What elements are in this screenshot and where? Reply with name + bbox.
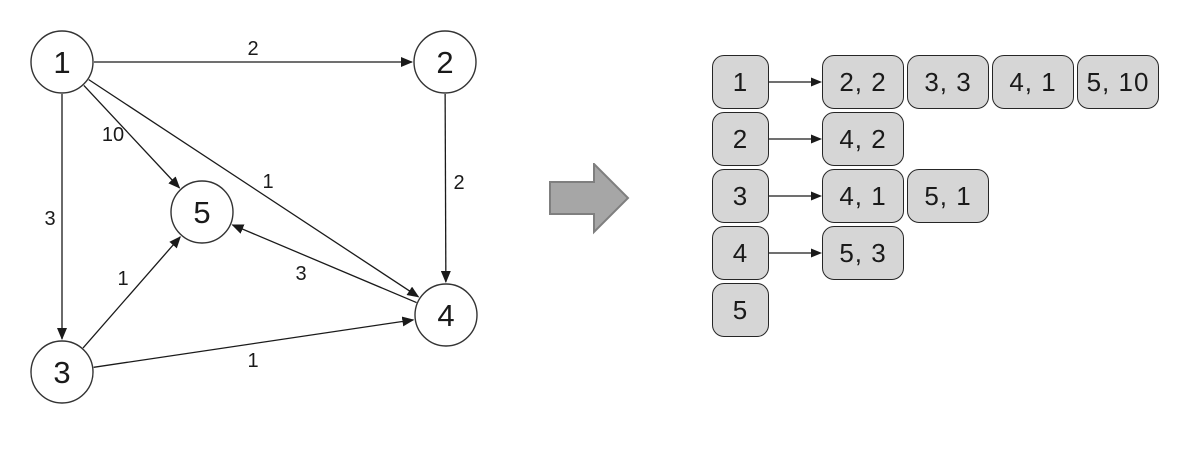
graph-nodes: 1 2 3 4 5 — [30, 30, 478, 404]
edge-weight-label: 10 — [102, 124, 124, 146]
node-label: 5 — [193, 195, 210, 230]
row-arrow-icon — [769, 191, 822, 201]
adj-neighbor-box: 5, 10 — [1077, 55, 1159, 109]
adj-node-box: 2 — [712, 112, 769, 166]
edge-3-to-4 — [93, 316, 415, 368]
adj-node-box: 5 — [712, 283, 769, 337]
adj-node-box: 4 — [712, 226, 769, 280]
graph-panel: 2 3 10 1 2 1 1 3 1 2 3 4 5 — [30, 30, 478, 404]
adj-neighbor-box: 4, 2 — [822, 112, 904, 166]
edge-2-to-4 — [440, 93, 451, 284]
graph-node-5: 5 — [170, 180, 234, 244]
transform-arrow-icon — [549, 163, 630, 235]
edge-4-to-5 — [231, 224, 417, 304]
adj-neighbor-box: 5, 1 — [907, 169, 989, 223]
edge-3-to-5 — [82, 236, 181, 349]
node-label: 2 — [436, 45, 453, 80]
row-arrow-icon — [769, 134, 822, 144]
node-circle — [30, 30, 94, 94]
node-circle — [170, 180, 234, 244]
adj-row-5: 5 — [712, 283, 1162, 337]
graph-node-3: 3 — [30, 340, 94, 404]
node-circle — [30, 340, 94, 404]
edge-weight-label: 3 — [295, 263, 306, 285]
graph-node-2: 2 — [413, 30, 477, 94]
edge-1-to-4 — [88, 79, 420, 298]
graph-node-1: 1 — [30, 30, 94, 94]
adj-row-4: 4 5, 3 — [712, 226, 1162, 280]
edge-weight-label: 2 — [453, 172, 464, 194]
adj-neighbor-box: 4, 1 — [822, 169, 904, 223]
adj-row-2: 2 4, 2 — [712, 112, 1162, 166]
node-label: 1 — [53, 45, 70, 80]
row-arrow-icon — [769, 248, 822, 258]
node-circle — [413, 30, 477, 94]
adj-neighbor-box: 2, 2 — [822, 55, 904, 109]
edge-weight-label: 1 — [117, 268, 128, 290]
edge-weight-label: 1 — [262, 171, 273, 193]
node-circle — [414, 283, 478, 347]
adj-neighbor-box: 5, 3 — [822, 226, 904, 280]
adj-node-box: 1 — [712, 55, 769, 109]
adj-node-box: 3 — [712, 169, 769, 223]
edge-1-to-5 — [83, 84, 181, 189]
adj-neighbor-box: 3, 3 — [907, 55, 989, 109]
edge-weight-label: 3 — [44, 208, 55, 230]
edge-weight-label: 1 — [247, 350, 258, 372]
node-label: 3 — [53, 355, 70, 390]
transform-arrow-shape — [549, 163, 630, 235]
node-label: 4 — [437, 298, 454, 333]
adj-neighbor-box: 4, 1 — [992, 55, 1074, 109]
edge-weight-label: 2 — [247, 38, 258, 60]
graph-edges: 2 3 10 1 2 1 1 3 — [44, 38, 464, 372]
graph-node-4: 4 — [414, 283, 478, 347]
row-arrow-icon — [769, 77, 822, 87]
